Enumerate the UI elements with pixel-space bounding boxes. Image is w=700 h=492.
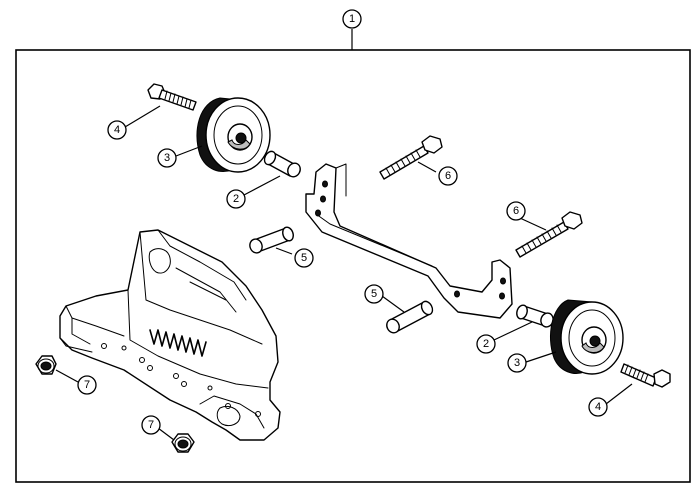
callout-3-top-label: 3 [164, 152, 170, 164]
wheel-3-right [550, 299, 624, 375]
axle-bracket [305, 163, 513, 319]
spacer-5-left [249, 226, 294, 254]
callout-6-top-label: 6 [445, 170, 451, 182]
leader-lines [55, 105, 633, 441]
nut-7-bottom [171, 433, 195, 453]
callout-1-label: 1 [349, 13, 355, 25]
nut-7-left [35, 355, 57, 375]
callout-4-top-label: 4 [114, 124, 120, 136]
spacer-2-top [263, 150, 301, 178]
callout-2-top: 2 [226, 189, 246, 209]
callout-7-left: 7 [77, 375, 97, 395]
callout-4-top: 4 [107, 120, 127, 140]
callout-5-left-label: 5 [301, 252, 307, 264]
wheel-3-top [196, 97, 271, 173]
callout-3-top: 3 [157, 148, 177, 168]
spacer-2-right [516, 304, 554, 328]
callout-5-left: 5 [294, 248, 314, 268]
callout-3-right-label: 3 [514, 357, 520, 369]
callout-4-right: 4 [588, 397, 608, 417]
callout-2-right: 2 [476, 334, 496, 354]
assembly-frame [15, 49, 691, 483]
callout-1: 1 [342, 9, 362, 29]
callout-6-top: 6 [438, 166, 458, 186]
spacer-5-bottom [386, 300, 434, 334]
callout-6-right-label: 6 [513, 205, 519, 217]
bolt-6-top [379, 135, 443, 180]
bolt-4-right [620, 363, 671, 388]
callout-3-right: 3 [507, 353, 527, 373]
bolt-4-top [147, 83, 197, 111]
callout-2-right-label: 2 [483, 338, 489, 350]
mower-deck-base [59, 229, 281, 441]
callout-7-left-label: 7 [84, 379, 90, 391]
callout-5-bottom: 5 [364, 284, 384, 304]
callout-6-right: 6 [506, 201, 526, 221]
callout-4-right-label: 4 [595, 401, 601, 413]
callout-2-top-label: 2 [233, 193, 239, 205]
callout-7-bottom: 7 [141, 415, 161, 435]
callout-7-bottom-label: 7 [148, 419, 154, 431]
bolt-6-right [515, 211, 583, 258]
callout-5-bottom-label: 5 [371, 288, 377, 300]
